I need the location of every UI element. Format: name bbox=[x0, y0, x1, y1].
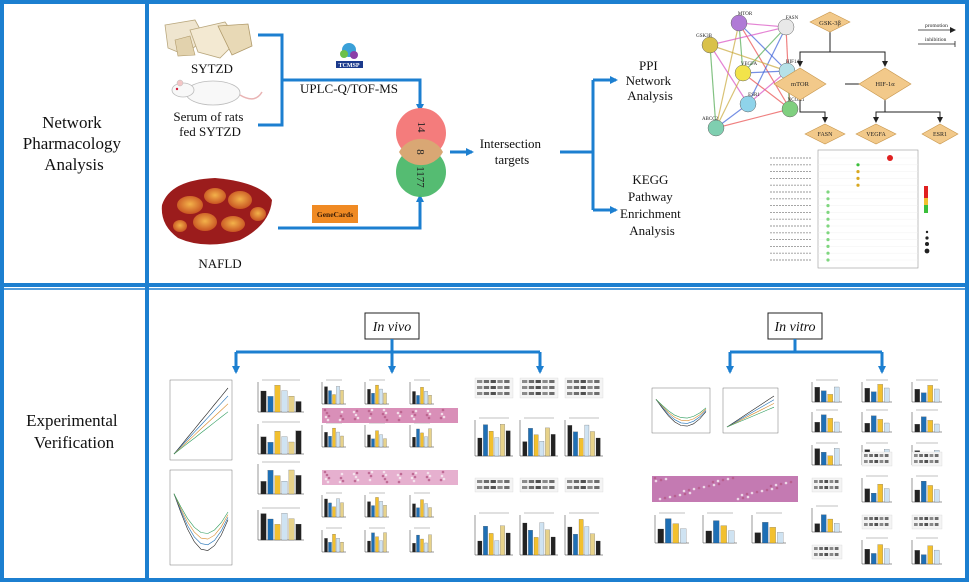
uplc-label: UPLC-Q/TOF-MS bbox=[300, 81, 398, 96]
kegg-bubble-plot bbox=[770, 149, 930, 269]
pathway-map: GSK-3β mTOR HIF-1α FASN VEGFA ESR1 promo… bbox=[773, 11, 959, 145]
ppi-node-label: NCOA1 bbox=[788, 98, 805, 103]
map-node-mtor bbox=[773, 67, 827, 101]
venn-middle-count: 8 bbox=[414, 149, 426, 155]
in-vitro-arrows bbox=[726, 339, 886, 374]
nafld-liver-image bbox=[161, 178, 272, 245]
genecards-label: GeneCards bbox=[317, 210, 353, 219]
rat-image bbox=[171, 79, 263, 106]
ppi-node-label: FASN bbox=[786, 16, 799, 21]
ppi-node-abcc2: ABCC2 bbox=[702, 117, 725, 137]
ppi-label: PPI Network Analysis bbox=[626, 58, 675, 103]
section-label-experimental-verification: Experimental Verification bbox=[26, 411, 122, 452]
map-node-root-label: GSK-3β bbox=[819, 20, 841, 27]
in-vivo-header: In vivo bbox=[364, 312, 420, 340]
venn-top-count: 14 bbox=[415, 122, 427, 134]
sytzd-herb-image bbox=[164, 19, 253, 59]
map-node-hif1a bbox=[858, 67, 912, 101]
venn-diagram: 14 8 1177 bbox=[396, 108, 446, 197]
map-legend-inhibition: inhibition bbox=[925, 37, 947, 43]
in-vivo-arrows bbox=[232, 339, 544, 374]
tcmsp-label: TCMSP bbox=[339, 63, 360, 69]
map-node-vegfa-label: VEGFA bbox=[866, 132, 886, 138]
ppi-node-esr1: ESR1 bbox=[739, 93, 760, 113]
in-vivo-label: In vivo bbox=[372, 320, 411, 335]
map-node-esr1-label: ESR1 bbox=[933, 132, 947, 138]
map-node-fasn bbox=[804, 123, 846, 145]
nafld-label: NAFLD bbox=[198, 256, 241, 271]
section-label-network-pharmacology: Network Pharmacology Analysis bbox=[23, 113, 125, 174]
ppi-node-mtor: MTOR bbox=[730, 12, 753, 32]
ppi-node-label: HIF1A bbox=[786, 60, 801, 65]
map-node-esr1 bbox=[921, 123, 959, 145]
serum-label: Serum of rats fed SYTZD bbox=[173, 109, 246, 139]
ppi-node-label: VEGFA bbox=[741, 62, 758, 67]
source-connector-top bbox=[258, 33, 424, 127]
intersection-label: Intersection targets bbox=[480, 136, 545, 167]
map-legend-promotion: promotion bbox=[925, 23, 948, 29]
ppi-node-ncoa1: NCOA1 bbox=[781, 98, 805, 118]
analysis-fork bbox=[560, 76, 618, 214]
kegg-label: KEGG Pathway Enrichment Analysis bbox=[620, 172, 684, 238]
map-node-mtor-label: mTOR bbox=[791, 81, 810, 88]
ppi-node-label: MTOR bbox=[738, 12, 753, 17]
venn-bottom-count: 1177 bbox=[414, 166, 426, 188]
map-node-fasn-label: FASN bbox=[818, 132, 834, 138]
map-node-vegfa bbox=[855, 123, 897, 145]
map-node-root bbox=[809, 11, 851, 33]
ppi-node-label: ESR1 bbox=[748, 93, 760, 98]
ppi-node-gsk3b: GSK3B bbox=[696, 34, 719, 54]
ppi-node-fasn: FASN bbox=[777, 16, 799, 36]
in-vitro-header: In vitro bbox=[767, 312, 823, 340]
in-vitro-label: In vitro bbox=[773, 320, 815, 335]
tcmsp-logo: TCMSP bbox=[336, 43, 363, 69]
sytzd-label: SYTZD bbox=[191, 61, 233, 76]
genecards-logo: GeneCards bbox=[312, 205, 358, 223]
map-node-hif1a-label: HIF-1α bbox=[875, 81, 895, 88]
ppi-node-label: GSK3B bbox=[696, 34, 713, 39]
experimental-panels bbox=[169, 377, 943, 566]
ppi-node-vegfa: VEGFA bbox=[734, 62, 758, 82]
ppi-node-label: ABCC2 bbox=[702, 117, 719, 122]
source-connector-bottom bbox=[278, 194, 424, 230]
